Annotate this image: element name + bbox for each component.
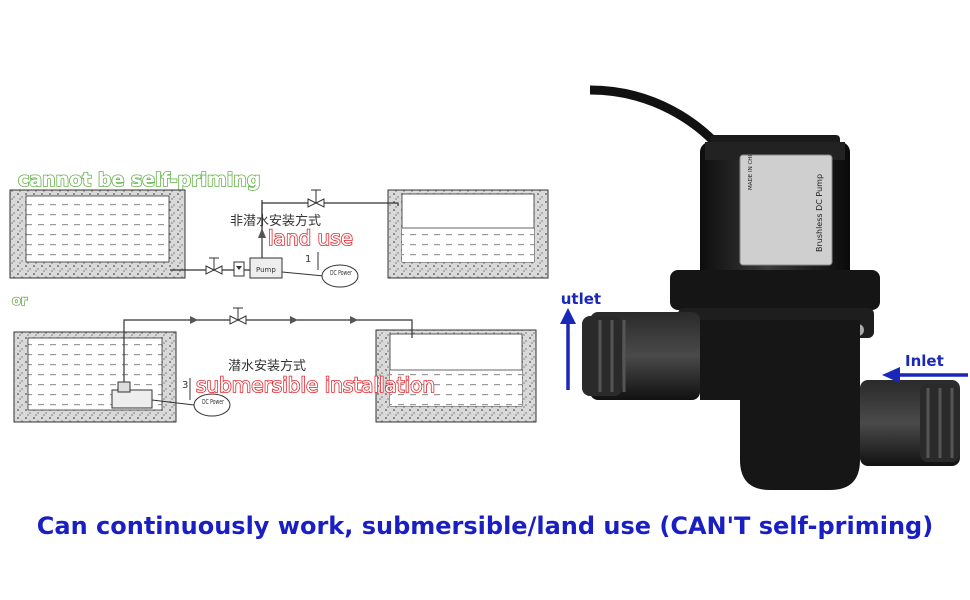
bottom-pump-box (111, 381, 153, 409)
flow-arrow-right-icon (190, 316, 198, 324)
top-pump-box: Pump (249, 257, 283, 279)
top-pump-label: Pump (256, 266, 276, 274)
check-valve-icon (233, 261, 245, 277)
top-right-tank (387, 189, 549, 279)
height-label-1: 1 (305, 254, 311, 265)
inlet-port (860, 380, 960, 466)
bottom-dc-power-label: DC Power (202, 398, 224, 406)
outlet-label: Outlet (560, 290, 601, 308)
bottom-dc-power: DC Power (193, 393, 231, 417)
inlet-arrow-icon (882, 367, 968, 383)
top-left-tank (9, 189, 186, 279)
pump-illustration: Brushless DC Pump MADE IN CHINA Outlet (560, 85, 968, 490)
outlet-port (582, 312, 700, 400)
top-dc-power: DC Power (321, 264, 359, 288)
inlet-label: Inlet (905, 352, 944, 370)
top-dc-power-label: DC Power (330, 269, 352, 277)
installation-diagram: cannot be self-priming Pump (9, 168, 549, 423)
label-cannot-self-priming: cannot be self-priming (18, 169, 260, 191)
top-valve-icon (307, 189, 325, 208)
pump-brand-text: Brushless DC Pump (815, 174, 824, 252)
bottom-valve-icon (229, 307, 247, 325)
bottom-right-tank (375, 329, 537, 423)
height-label-3: 3 (182, 380, 188, 391)
submersible-installation-label: submersible installation (196, 373, 435, 397)
bottom-left-tank (13, 331, 177, 423)
cn-submersible-label: 潜水安装方式 (228, 358, 306, 374)
pump-made-in-text: MADE IN CHINA (748, 147, 754, 190)
cn-land-label: 非潜水安装方式 (230, 213, 321, 229)
bottom-piping (123, 319, 413, 395)
caption-text: Can continuously work, submersible/land … (36, 512, 934, 540)
motor-housing: Brushless DC Pump MADE IN CHINA (700, 135, 850, 282)
outlet-arrow-icon (560, 308, 576, 390)
flow-arrow-right-icon-3 (350, 316, 358, 324)
land-use-label: land use (268, 226, 353, 250)
pump-label-sticker (739, 154, 833, 266)
flow-arrow-icon (258, 228, 266, 238)
label-or: or (12, 294, 28, 309)
flow-arrow-right-icon-2 (290, 316, 298, 324)
pump-volute (700, 320, 860, 490)
left-valve-icon (205, 257, 223, 275)
